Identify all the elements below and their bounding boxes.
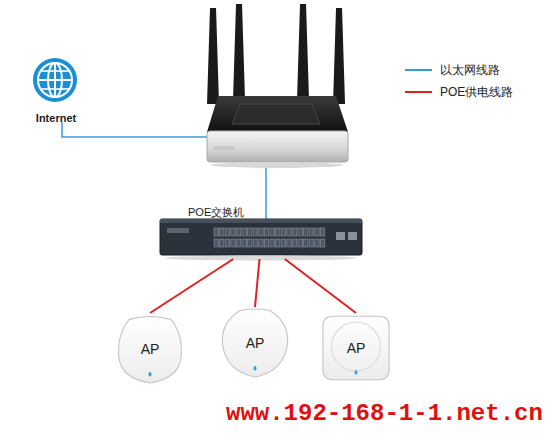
switch-port <box>259 239 263 247</box>
switch-icon <box>160 219 362 261</box>
switch-port <box>236 228 240 236</box>
ap-label: AP <box>141 341 160 357</box>
poe-connector <box>285 259 356 313</box>
switch-port <box>242 228 246 236</box>
switch-port <box>248 228 252 236</box>
switch-node: POE交换机 <box>160 205 362 259</box>
legend-text: POE供电线路 <box>440 84 513 101</box>
ap-node: AP <box>320 312 392 384</box>
switch-port <box>315 239 319 247</box>
legend-line-sample <box>405 91 432 93</box>
switch-port <box>315 228 319 236</box>
legend-text: 以太网线路 <box>440 62 500 79</box>
switch-port <box>270 239 274 247</box>
ap-ring <box>332 322 381 371</box>
switch-port <box>231 228 235 236</box>
ap-node: AP <box>218 306 292 380</box>
switch-port <box>298 239 302 247</box>
switch-port <box>225 239 229 247</box>
switch-port <box>264 239 268 247</box>
switch-port <box>292 228 296 236</box>
switch-ports <box>214 228 325 247</box>
router-icon <box>207 4 348 168</box>
switch-port <box>287 239 291 247</box>
switch-port <box>220 228 224 236</box>
switch-port <box>253 228 257 236</box>
switch-port <box>304 239 308 247</box>
ap-led <box>355 370 358 374</box>
switch-port <box>292 239 296 247</box>
switch-port <box>242 239 246 247</box>
switch-port <box>253 239 257 247</box>
switch-port <box>320 228 324 236</box>
switch-port <box>276 228 280 236</box>
legend-line-sample <box>405 69 432 71</box>
switch-port <box>236 239 240 247</box>
switch-port <box>264 228 268 236</box>
switch-port <box>304 228 308 236</box>
globe-icon <box>33 58 77 102</box>
switch-port <box>214 228 218 236</box>
switch-port <box>214 239 218 247</box>
switch-port <box>231 239 235 247</box>
ap-body <box>119 316 182 383</box>
switch-port <box>309 239 313 247</box>
watermark: www.192-168-1-1.net.cn <box>226 400 543 427</box>
switch-port <box>281 228 285 236</box>
switch-port <box>287 228 291 236</box>
internet-label: Internet <box>36 112 76 124</box>
switch-port <box>220 239 224 247</box>
switch-port <box>309 228 313 236</box>
switch-port <box>276 239 280 247</box>
ap-node: AP <box>113 312 187 386</box>
switch-port <box>270 228 274 236</box>
poe-connector <box>255 259 260 307</box>
switch-port <box>259 228 263 236</box>
switch-port <box>281 239 285 247</box>
ap-led <box>254 366 257 370</box>
switch-port <box>320 239 324 247</box>
ap-label: AP <box>347 340 366 356</box>
ap-led <box>149 372 152 376</box>
ap-body <box>222 309 287 377</box>
switch-port <box>225 228 229 236</box>
switch-port <box>298 228 302 236</box>
switch-port <box>248 239 252 247</box>
ap-label: AP <box>246 335 265 351</box>
internet-node: Internet <box>20 56 92 124</box>
ethernet-wire <box>265 164 267 219</box>
switch-label: POE交换机 <box>188 205 244 220</box>
ap-body <box>323 316 389 379</box>
poe-connector <box>150 259 233 313</box>
ethernet-wire <box>62 122 209 137</box>
